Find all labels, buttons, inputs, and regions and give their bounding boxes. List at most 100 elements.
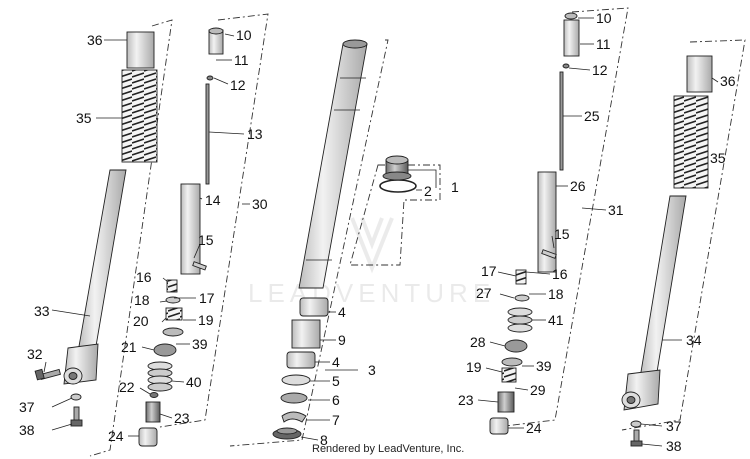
part-23-base-valve [145, 401, 161, 423]
part-10-cap [208, 27, 224, 35]
part-28-valve [504, 339, 528, 353]
leader-lines [43, 17, 719, 447]
callout-37-right: 37 [666, 418, 682, 434]
callout-37-left: 37 [19, 399, 35, 415]
callout-24-right: 24 [526, 420, 542, 436]
callout-21: 21 [121, 339, 137, 355]
callout-14: 14 [205, 192, 221, 208]
part-1-top-cap [382, 155, 412, 181]
callout-23-right: 23 [458, 392, 474, 408]
part-21-valve [153, 343, 177, 357]
part-5-washer [281, 374, 311, 386]
part-24-bushing-right [489, 417, 509, 435]
callout-34: 34 [686, 332, 702, 348]
callout-10-left: 10 [236, 27, 252, 43]
part-33-axle-clamp [63, 343, 99, 385]
callout-17-right: 17 [481, 263, 497, 279]
part-19-spring-right [501, 367, 517, 383]
callout-39-right: 39 [536, 358, 552, 374]
callout-36-left: 36 [87, 32, 103, 48]
callout-29: 29 [530, 382, 546, 398]
part-12-nut-right [562, 63, 570, 69]
inner-tube-group [272, 39, 417, 440]
callout-23-left: 23 [174, 410, 190, 426]
callout-4-upper: 4 [338, 304, 346, 320]
callout-28: 28 [470, 334, 486, 350]
part-38-screw-right [630, 429, 643, 447]
part-14-cartridge [180, 183, 201, 275]
callout-36-right: 36 [720, 73, 736, 89]
part-39-ring-right [501, 357, 523, 367]
callout-10-right: 10 [596, 10, 612, 26]
callout-8: 8 [320, 432, 328, 448]
part-25-rod [559, 71, 564, 171]
callout-12-right: 12 [592, 62, 608, 78]
callout-27: 27 [476, 285, 492, 301]
callout-16-left: 16 [136, 269, 152, 285]
callout-20: 20 [133, 313, 149, 329]
left-outer-tube-group [34, 31, 158, 427]
callout-26: 26 [570, 178, 586, 194]
callout-30: 30 [252, 196, 268, 212]
callout-18-left: 18 [134, 292, 150, 308]
part-34-axle-clamp [621, 369, 661, 411]
callout-17-left: 17 [199, 290, 215, 306]
part-24-bushing [138, 427, 158, 447]
part-6-seal [280, 392, 308, 404]
callout-3: 3 [368, 362, 376, 378]
callout-19-left: 19 [198, 312, 214, 328]
callout-16-right: 16 [552, 266, 568, 282]
part-8-dust-seal [272, 427, 302, 440]
part-9-sleeve [291, 319, 321, 349]
part-35-spring [121, 69, 158, 163]
part-19-ring [162, 327, 184, 337]
part-35-spring-right [673, 95, 709, 189]
part-20-spring [165, 307, 183, 321]
part-3-inner-tube [298, 43, 368, 289]
part-4-bushing-lower [286, 351, 316, 369]
callout-13: 13 [247, 126, 263, 142]
part-16-spring [166, 279, 178, 293]
part-26-cartridge [537, 171, 557, 273]
part-27-washer [514, 294, 530, 302]
credit-text: Rendered by LeadVenture, Inc. [312, 443, 464, 455]
callout-9: 9 [338, 332, 346, 348]
part-15-pin [192, 261, 207, 271]
callout-18-right: 18 [548, 286, 564, 302]
callout-35-left: 35 [76, 110, 92, 126]
callout-15-left: 15 [198, 232, 214, 248]
callout-15-right: 15 [554, 226, 570, 242]
callout-33: 33 [34, 303, 50, 319]
callout-12-left: 12 [230, 77, 246, 93]
part-16-spring-right [515, 269, 527, 285]
part-37-washer-right [630, 420, 642, 428]
right-cartridge-group [489, 12, 580, 435]
callout-25: 25 [584, 108, 600, 124]
callout-31: 31 [608, 202, 624, 218]
part-7-clip [281, 411, 307, 423]
callout-32: 32 [27, 346, 43, 362]
callout-1: 1 [451, 179, 459, 195]
part-40-shim-stack [147, 361, 173, 392]
part-41-shim-stack [507, 307, 533, 333]
callout-5: 5 [332, 373, 340, 389]
callout-11-right: 11 [596, 36, 611, 52]
callout-38-left: 38 [19, 422, 35, 438]
callout-39-left: 39 [192, 336, 208, 352]
callout-35-right: 35 [710, 150, 726, 166]
callout-41: 41 [548, 312, 564, 328]
callout-11-left: 11 [234, 52, 249, 68]
callout-2: 2 [424, 183, 432, 199]
callout-40: 40 [186, 374, 202, 390]
right-outer-tube-group [621, 55, 713, 447]
part-11-preload-tube-right [563, 19, 580, 57]
watermark-text: LEADVENTURE [248, 278, 495, 308]
part-4-bushing-upper [299, 297, 329, 317]
part-38-screw [70, 406, 83, 427]
part-2-oring [379, 179, 417, 193]
part-13-rod [205, 83, 210, 185]
part-33-fork-leg [77, 169, 127, 353]
callout-22: 22 [119, 379, 135, 395]
callout-19-right: 19 [466, 359, 482, 375]
